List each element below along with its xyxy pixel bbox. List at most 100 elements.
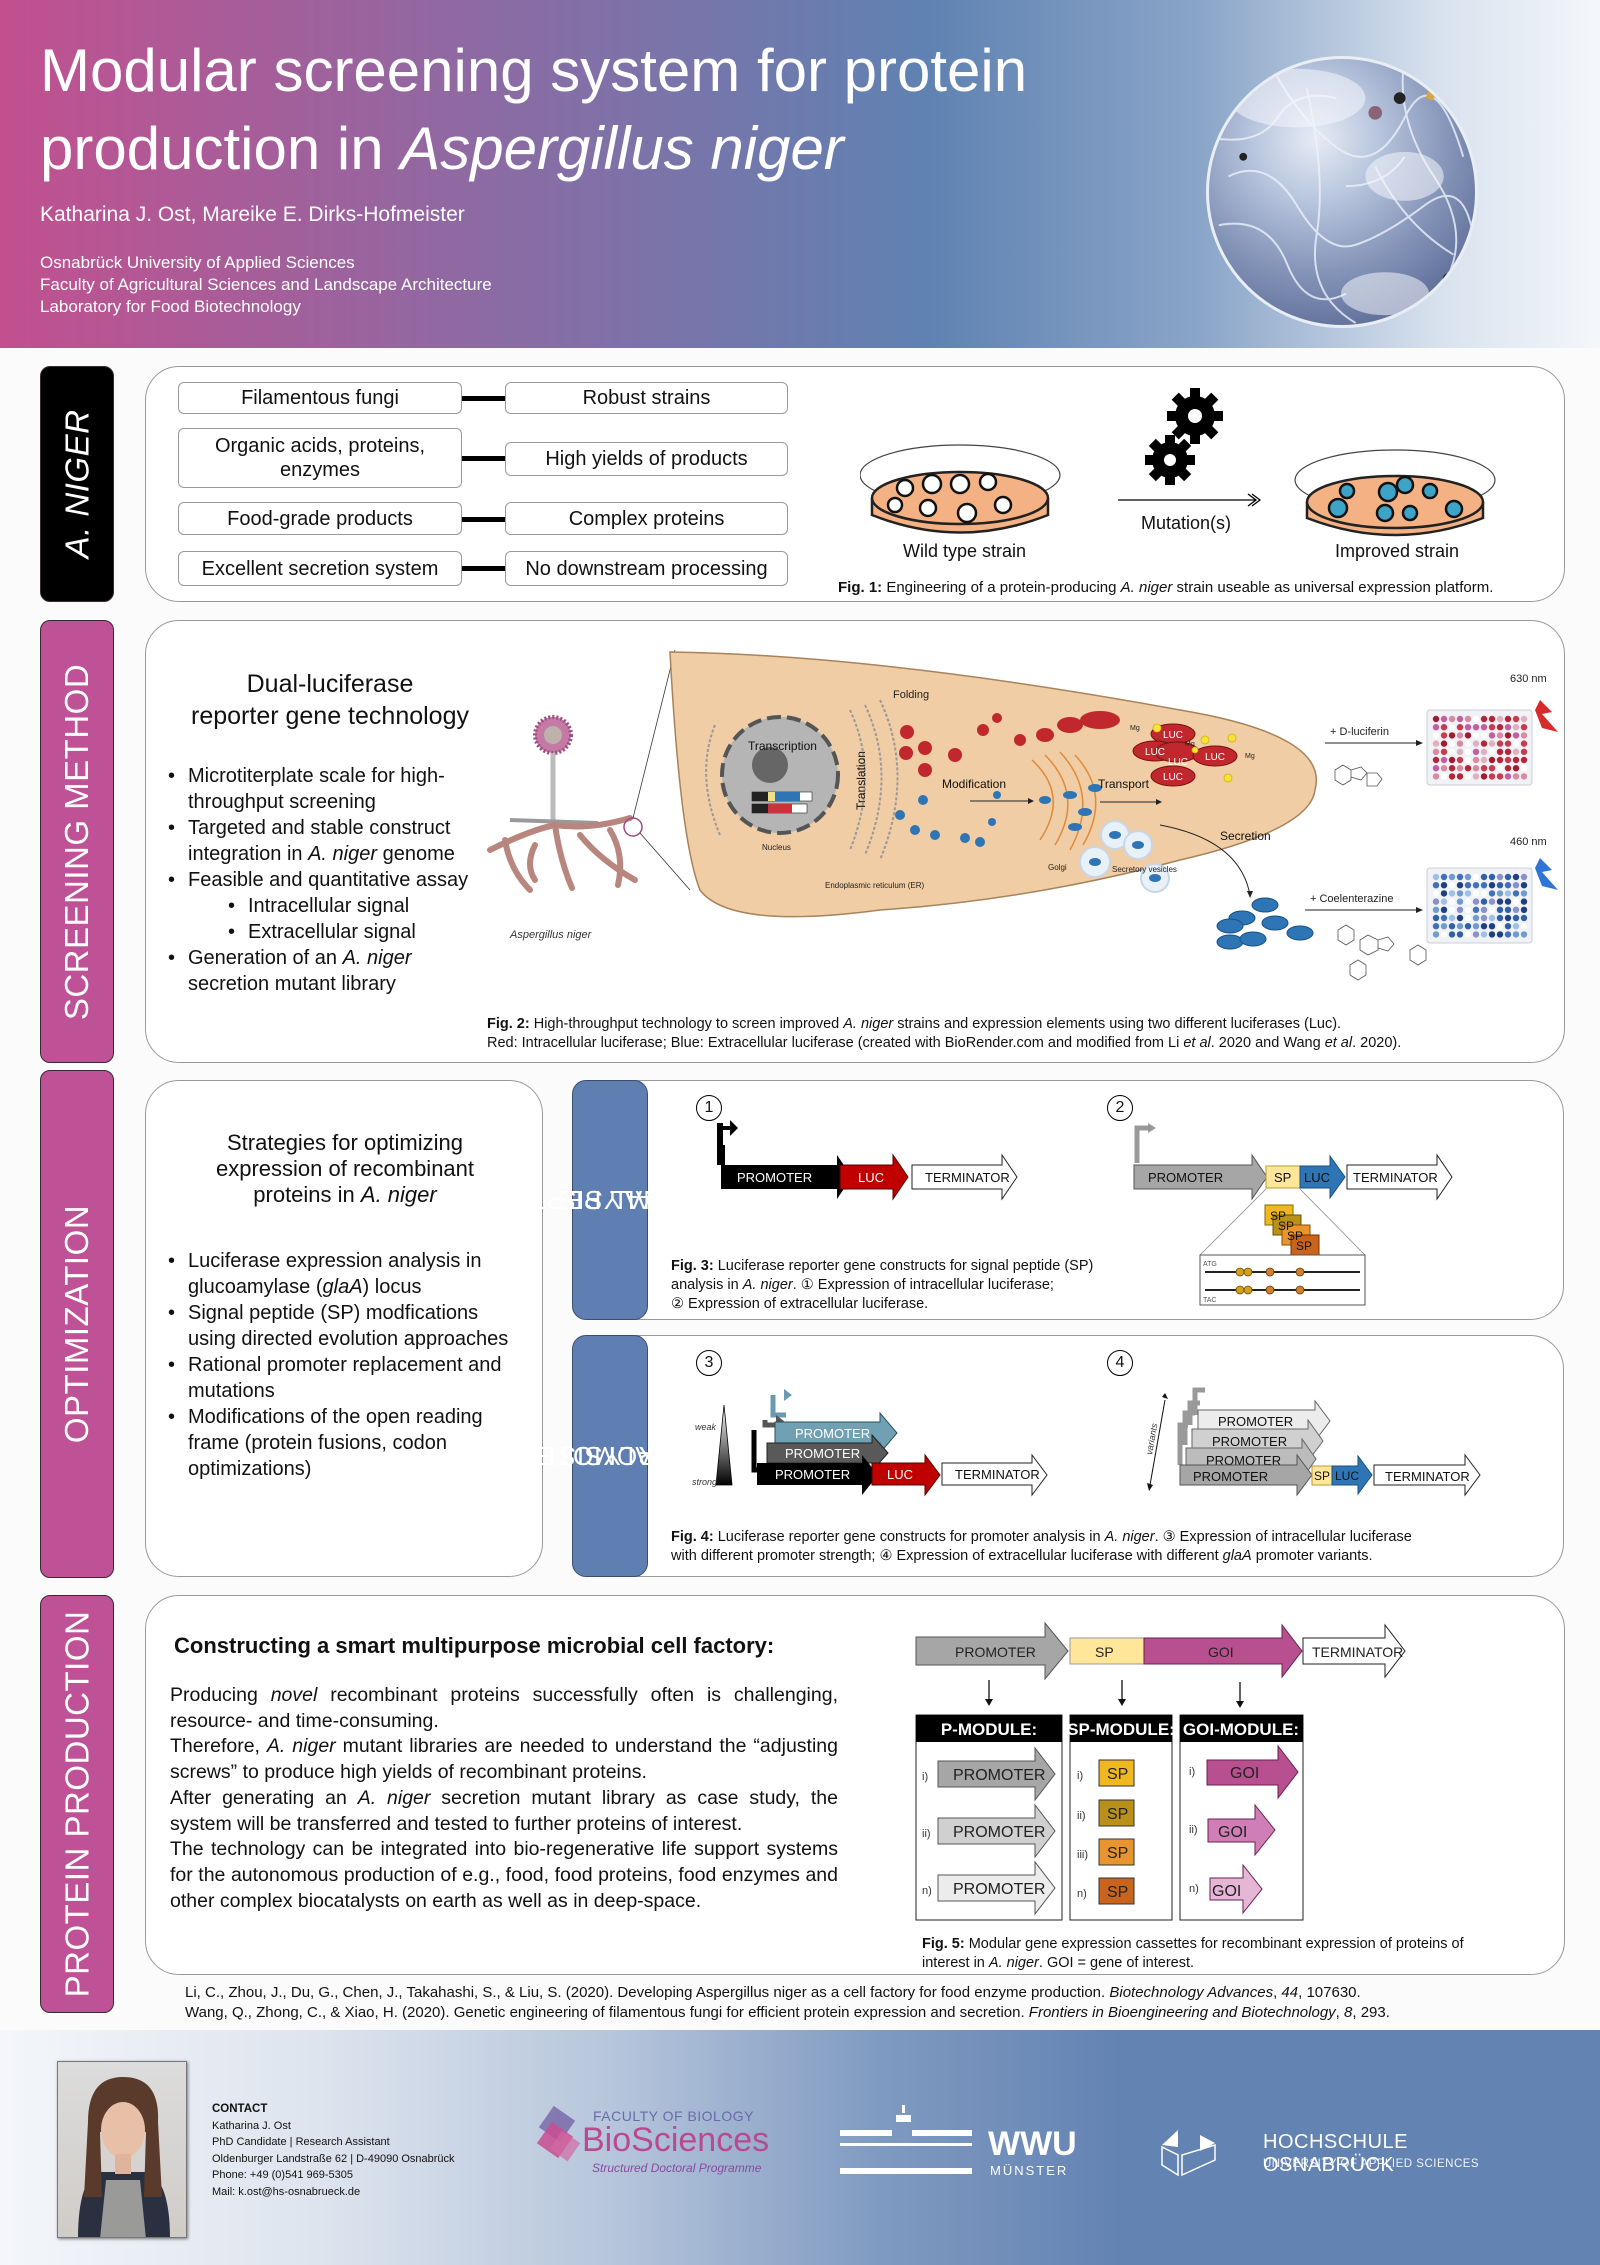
plate-well — [1512, 906, 1520, 913]
plate-well — [1488, 906, 1496, 913]
item-index: n) — [1189, 1883, 1199, 1895]
reference-text: Li, C., Zhou, J., Du, G., Chen, J., Taka… — [185, 1984, 1110, 2001]
plate-well — [1520, 873, 1528, 881]
plate-well — [1504, 732, 1512, 739]
caption-text: . GOI = gene of interest. — [1038, 1955, 1195, 1971]
plate-well — [1512, 931, 1520, 938]
reference-text: , — [1335, 2004, 1345, 2021]
wwu-logo-sub: MÜNSTER — [990, 2163, 1069, 2178]
organism-label: Aspergillus niger — [509, 929, 593, 941]
reference-text: , 107630. — [1298, 1984, 1361, 2001]
plate-well — [1488, 732, 1496, 739]
plate-well — [1512, 740, 1520, 747]
contact-email[interactable]: Mail: k.ost@hs-osnabrueck.de — [212, 2185, 361, 2198]
promoter-label: PROMOTER — [1218, 1414, 1293, 1429]
plate-well — [1472, 898, 1480, 905]
plate-well — [1480, 715, 1488, 723]
plate-well — [1520, 890, 1528, 897]
top-goi — [1143, 1623, 1303, 1679]
plate-well — [1496, 923, 1504, 930]
plate-well — [1432, 765, 1440, 772]
section-tab-label: A. NIGER — [58, 409, 96, 559]
production-body: Producing novel recombinant proteins suc… — [170, 1683, 838, 1914]
authors: Katharina J. Ost, Mareike E. Dirks-Hofme… — [40, 203, 465, 226]
plate-well — [1496, 773, 1504, 780]
plate-well — [1448, 873, 1456, 881]
caption-text: with different promoter strength; ④ Expr… — [671, 1548, 1223, 1564]
section-tab-label: PROTEIN PRODUCTION — [58, 1610, 95, 1998]
bullet-item: Generation of an A. niger secretion muta… — [168, 945, 488, 997]
plate-wells-red — [1432, 715, 1528, 780]
caption-text: interest in — [922, 1955, 989, 1971]
p-module-item: n) PROMOTER — [922, 1860, 1056, 1916]
bullet-item: Microtiterplate scale for high-throughpu… — [168, 763, 488, 815]
plate-well — [1440, 914, 1448, 922]
sp-module-title: SP-MODULE: — [1067, 1720, 1175, 1739]
plate-well — [1488, 740, 1496, 747]
plate-well — [1504, 931, 1512, 938]
plate-well — [1488, 873, 1496, 881]
plate-well — [1472, 732, 1480, 739]
goi-label: GOI — [1212, 1883, 1241, 1900]
luc-block-red — [871, 1453, 941, 1497]
plate-well — [1448, 740, 1456, 747]
transcription-label: Transcription — [748, 739, 817, 753]
plate-well — [1448, 898, 1456, 905]
sp-variant-stack: SP SP SP SP — [1264, 1204, 1320, 1256]
translation-label: Translation — [854, 751, 868, 810]
lightning-red-icon — [1535, 700, 1558, 732]
plate-well — [1448, 914, 1456, 922]
section-tab-screening-method: SCREENING METHOD — [40, 620, 114, 1063]
bullet-item: Modifications of the open reading frame … — [168, 1404, 528, 1482]
petri-dish-wild-type — [860, 444, 1061, 534]
paragraph-text: recombinant proteins successfully often … — [170, 1684, 838, 1732]
biosciences-logo-text: BioSciences — [582, 2121, 770, 2159]
bullet-text: ) locus — [362, 1276, 422, 1298]
plate-well — [1480, 923, 1488, 930]
feature-box: Organic acids, proteins, enzymes — [178, 428, 462, 488]
promoter-label: PROMOTER — [955, 1644, 1036, 1660]
plate-well — [1488, 724, 1496, 731]
plate-well — [1504, 756, 1512, 764]
terminator-block — [941, 1453, 1048, 1497]
promoter-label: PROMOTER — [737, 1170, 812, 1185]
item-index: i) — [1077, 1770, 1083, 1782]
construct-number: 2 — [1107, 1095, 1133, 1121]
affiliation: Faculty of Agricultural Sciences and Lan… — [40, 275, 492, 294]
plate-well — [1512, 732, 1520, 739]
plate-well — [1456, 724, 1464, 731]
sp-label: SP — [1107, 1766, 1128, 1783]
sp-label: SP — [1107, 1845, 1128, 1862]
plate-well — [1440, 748, 1448, 755]
bullet-text: Generation of an — [188, 947, 343, 969]
caption-text: Modular gene expression cassettes for re… — [964, 1936, 1464, 1952]
bullet-item: Luciferase expression analysis in glucoa… — [168, 1248, 528, 1300]
feature-box: Excellent secretion system — [178, 551, 462, 586]
nucleus-label: Nucleus — [762, 843, 791, 852]
plate-well — [1464, 906, 1472, 913]
fig2-diagram: Aspergillus niger Transcription Nucleus … — [487, 649, 1558, 981]
affiliation: Osnabrück University of Applied Sciences — [40, 253, 355, 272]
promoter-label: PROMOTER — [1212, 1434, 1287, 1449]
sp-label: SP — [1287, 1229, 1303, 1243]
plate-well — [1472, 724, 1480, 731]
plate-well — [1480, 724, 1488, 731]
fig4-caption: Fig. 4: Luciferase reporter gene constru… — [671, 1528, 1412, 1566]
contact-block: CONTACT Katharina J. Ost PhD Candidate |… — [212, 2101, 455, 2200]
sp-label: SP — [1274, 1170, 1291, 1185]
plate-well — [1448, 756, 1456, 764]
plate-well — [1472, 931, 1480, 938]
caption-line: Fig. 3: Luciferase reporter gene constru… — [671, 1257, 1093, 1276]
plate-well — [1464, 715, 1472, 723]
goi-module-title: GOI-MODULE: — [1183, 1720, 1299, 1739]
sp-label: SP — [1278, 1219, 1294, 1233]
hs-logo-icon — [1161, 2130, 1216, 2177]
plate-well — [1488, 882, 1496, 889]
plate-well — [1496, 748, 1504, 755]
plate-well — [1456, 765, 1464, 772]
caption-line: ② Expression of extracellular luciferase… — [671, 1296, 929, 1312]
paragraph-text: Producing — [170, 1684, 271, 1706]
item-index: ii) — [922, 1828, 931, 1840]
